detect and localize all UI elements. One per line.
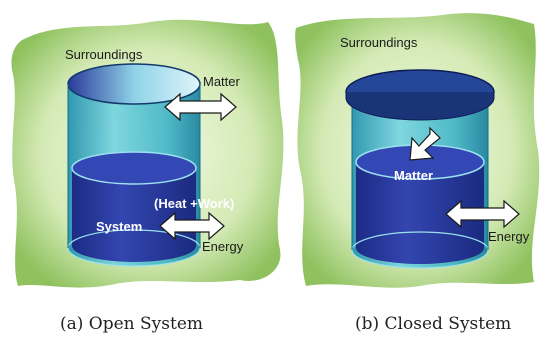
energy-arrow-open [159, 211, 225, 241]
system-region-closed [356, 162, 484, 264]
heat-work-label: (Heat +Work) [154, 196, 234, 211]
surroundings-label-open: Surroundings [65, 47, 143, 62]
matter-bent-arrow [409, 126, 441, 161]
surroundings-label-closed: Surroundings [340, 35, 418, 50]
system-region [72, 168, 196, 262]
caption-closed-system: (b) Closed System [355, 314, 511, 334]
energy-label-open: Energy [202, 239, 244, 254]
system-label: System [96, 219, 142, 234]
system-surface [71, 151, 197, 185]
energy-arrow-closed [445, 199, 520, 229]
open-system-panel: Surroundings Matter (Heat +Work) System … [11, 19, 284, 334]
matter-label-closed: Matter [394, 168, 433, 183]
closed-system-panel: Surroundings Matter Energy (b) Closed Sy… [295, 13, 540, 334]
matter-label-open: Matter [203, 74, 241, 89]
matter-arrow-open [164, 92, 237, 122]
caption-open-system: (a) Open System [60, 314, 203, 334]
energy-label-closed: Energy [488, 229, 530, 244]
